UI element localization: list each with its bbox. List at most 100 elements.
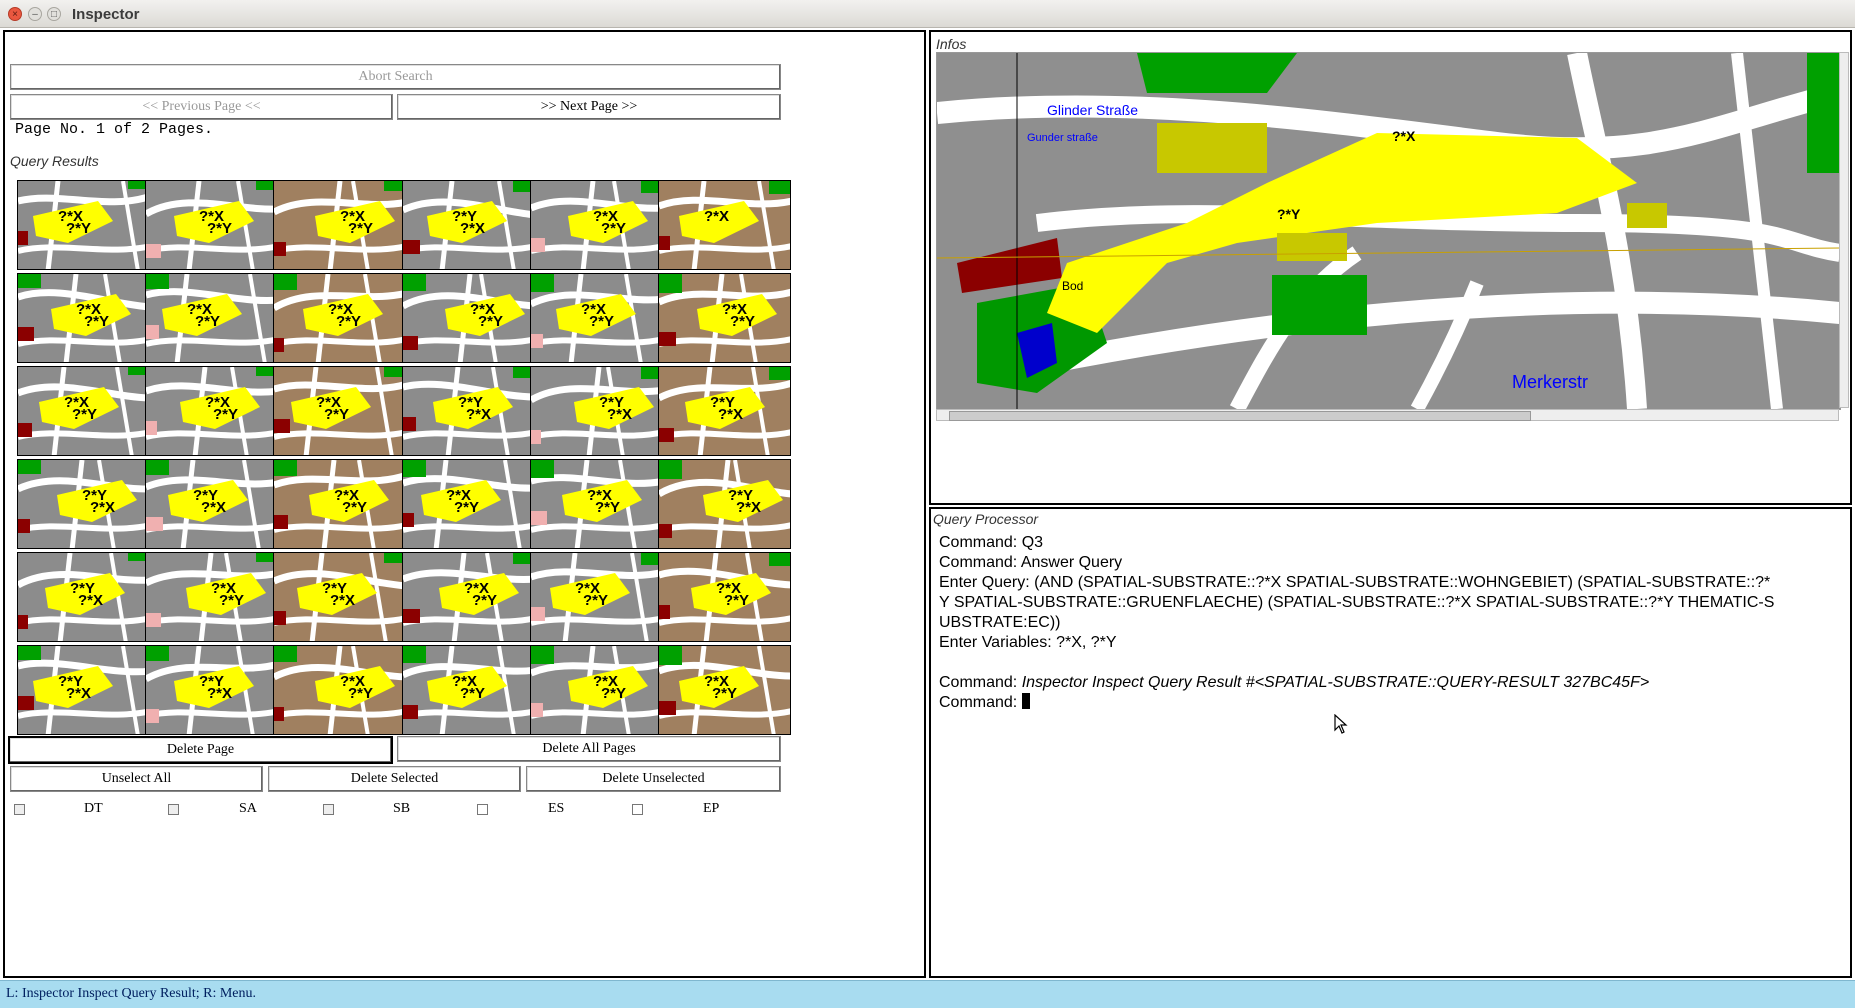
- result-thumbnail[interactable]: ?*Y?*X: [658, 459, 791, 549]
- thumbnail-var-label: ?*X: [466, 406, 491, 423]
- result-thumbnail[interactable]: ?*X?*Y: [145, 273, 278, 363]
- result-thumbnail[interactable]: ?*X?*Y: [530, 552, 663, 642]
- result-thumbnail[interactable]: ?*Y?*X: [273, 552, 406, 642]
- map-area-label: Bod: [1062, 279, 1083, 293]
- result-thumbnail[interactable]: ?*Y?*X: [145, 645, 278, 735]
- thumbnail-var-label: ?*X: [205, 394, 230, 411]
- result-thumbnail[interactable]: ?*X?*Y: [145, 180, 278, 270]
- command-prompt: Command:: [939, 694, 1022, 711]
- result-thumbnail[interactable]: ?*X?*Y: [658, 552, 791, 642]
- result-thumbnail[interactable]: ?*X: [658, 180, 791, 270]
- result-thumbnail[interactable]: ?*Y?*X: [17, 645, 150, 735]
- thumbnail-var-label: ?*Y: [589, 313, 614, 330]
- thumbnail-var-label: ?*X: [704, 673, 729, 690]
- result-thumbnail[interactable]: ?*Y?*X: [530, 366, 663, 456]
- thumbnail-var-label: ?*X: [716, 580, 741, 597]
- scrollbar-thumb[interactable]: [949, 411, 1531, 421]
- text-cursor: [1021, 693, 1030, 709]
- result-thumbnail[interactable]: ?*X?*Y: [17, 366, 150, 456]
- thumbnail-var-label: ?*Y: [342, 499, 367, 516]
- checkbox-sb[interactable]: [323, 804, 334, 815]
- map-street-label-2: Gunder straße: [1027, 132, 1098, 144]
- window-title: Inspector: [72, 6, 140, 23]
- result-thumbnail[interactable]: ?*X?*Y: [530, 459, 663, 549]
- result-thumbnail[interactable]: ?*Y?*X: [658, 366, 791, 456]
- abort-search-button[interactable]: Abort Search: [10, 64, 781, 90]
- delete-selected-button[interactable]: Delete Selected: [268, 766, 521, 792]
- checkbox-label-ep: EP: [703, 801, 720, 816]
- result-thumbnail[interactable]: ?*Y?*X: [17, 552, 150, 642]
- infos-panel: Infos: [929, 30, 1852, 505]
- query-processor-label: Query Processor: [933, 511, 1039, 527]
- result-thumbnail[interactable]: ?*Y?*X: [402, 180, 535, 270]
- thumbnail-var-label: ?*Y: [84, 313, 109, 330]
- result-thumbnail[interactable]: ?*X?*Y: [530, 645, 663, 735]
- thumbnail-var-label: ?*X: [704, 208, 729, 225]
- checkbox-es[interactable]: [477, 804, 488, 815]
- result-thumbnail[interactable]: ?*X?*Y: [17, 180, 150, 270]
- next-page-button[interactable]: >> Next Page >>: [397, 94, 781, 120]
- thumbnail-var-label: ?*Y: [213, 406, 238, 423]
- result-thumbnail[interactable]: ?*X?*Y: [658, 273, 791, 363]
- infos-label: Infos: [936, 36, 967, 52]
- inspect-result-link[interactable]: Inspector Inspect Query Result #<SPATIAL…: [1021, 674, 1650, 691]
- result-thumbnail[interactable]: ?*X?*Y: [402, 552, 535, 642]
- result-thumbnail[interactable]: ?*X?*Y: [530, 180, 663, 270]
- unselect-all-button[interactable]: Unselect All: [10, 766, 263, 792]
- thumbnail-var-label: ?*Y: [472, 592, 497, 609]
- result-thumbnail[interactable]: ?*X?*Y: [402, 273, 535, 363]
- horizontal-scrollbar[interactable]: [936, 409, 1839, 421]
- thumbnail-var-label: ?*X: [58, 208, 83, 225]
- thumbnail-var-label: ?*Y: [724, 592, 749, 609]
- thumbnail-var-label: ?*Y: [58, 673, 83, 690]
- delete-unselected-button[interactable]: Delete Unselected: [526, 766, 781, 792]
- result-thumbnail[interactable]: ?*X?*Y: [402, 459, 535, 549]
- query-console[interactable]: Command: Q3 Command: Answer Query Enter …: [939, 533, 1839, 713]
- console-command-line: Command: Inspector Inspect Query Result …: [939, 673, 1839, 693]
- status-text: L: Inspector Inspect Query Result; R: Me…: [6, 986, 257, 1001]
- thumbnail-var-label: ?*X: [736, 499, 761, 516]
- console-prompt-line[interactable]: Command:: [939, 693, 1839, 713]
- thumbnail-var-label: ?*X: [446, 487, 471, 504]
- minimize-icon[interactable]: –: [28, 7, 42, 21]
- console-line: Command: Q3: [939, 534, 1044, 551]
- thumbnail-var-label: ?*X: [76, 301, 101, 318]
- thumbnail-var-label: ?*X: [66, 685, 91, 702]
- close-icon[interactable]: ×: [8, 7, 22, 21]
- result-thumbnail[interactable]: ?*X?*Y: [273, 180, 406, 270]
- previous-page-button[interactable]: << Previous Page <<: [10, 94, 393, 120]
- result-thumbnail[interactable]: ?*X?*Y: [145, 366, 278, 456]
- thumbnail-var-label: ?*X: [575, 580, 600, 597]
- delete-page-button[interactable]: Delete Page: [8, 736, 393, 764]
- thumbnail-var-label: ?*Y: [452, 208, 477, 225]
- checkbox-ep[interactable]: [632, 804, 643, 815]
- thumbnail-var-label: ?*X: [460, 220, 485, 237]
- status-bar: L: Inspector Inspect Query Result; R: Me…: [0, 980, 1855, 1008]
- console-line: [939, 653, 1839, 673]
- checkbox-label-sa: SA: [239, 801, 257, 816]
- result-thumbnail[interactable]: ?*X?*Y: [273, 366, 406, 456]
- thumbnail-var-label: ?*X: [593, 673, 618, 690]
- delete-all-pages-button[interactable]: Delete All Pages: [397, 736, 781, 762]
- maximize-icon[interactable]: □: [47, 7, 61, 21]
- result-thumbnail[interactable]: ?*X?*Y: [658, 645, 791, 735]
- result-thumbnail[interactable]: ?*X?*Y: [145, 552, 278, 642]
- result-thumbnail[interactable]: ?*X?*Y: [17, 273, 150, 363]
- result-thumbnail[interactable]: ?*X?*Y: [273, 459, 406, 549]
- result-thumbnail[interactable]: ?*Y?*X: [402, 366, 535, 456]
- result-thumbnail[interactable]: ?*Y?*X: [17, 459, 150, 549]
- thumbnail-var-label: ?*X: [581, 301, 606, 318]
- map-view[interactable]: Glinder Straße Gunder straße Bod Merkers…: [936, 52, 1841, 410]
- console-line: UBSTRATE:EC)): [939, 614, 1061, 631]
- vertical-scrollbar[interactable]: [1839, 52, 1849, 408]
- result-thumbnail[interactable]: ?*Y?*X: [145, 459, 278, 549]
- console-line: Enter Query: (AND (SPATIAL-SUBSTRATE::?*…: [939, 574, 1771, 591]
- result-thumbnail[interactable]: ?*X?*Y: [530, 273, 663, 363]
- result-thumbnail[interactable]: ?*X?*Y: [273, 273, 406, 363]
- checkbox-dt[interactable]: [14, 804, 25, 815]
- result-thumbnail[interactable]: ?*X?*Y: [273, 645, 406, 735]
- thumbnail-var-label: ?*Y: [601, 220, 626, 237]
- thumbnail-var-label: ?*X: [464, 580, 489, 597]
- result-thumbnail[interactable]: ?*X?*Y: [402, 645, 535, 735]
- checkbox-sa[interactable]: [168, 804, 179, 815]
